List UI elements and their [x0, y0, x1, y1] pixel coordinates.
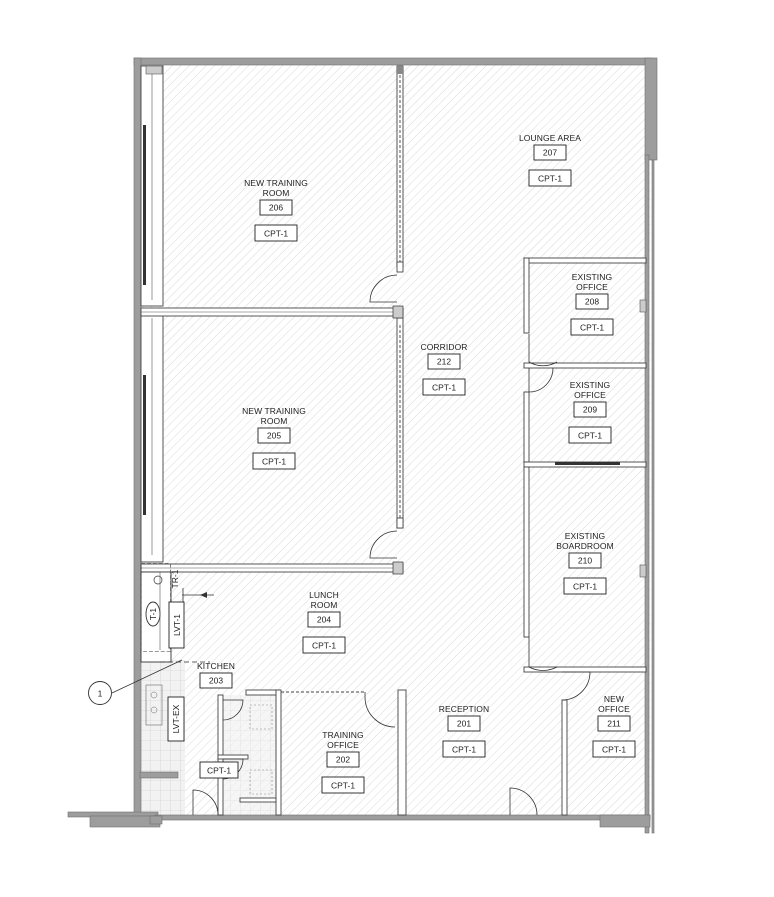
room-name: ROOM [311, 600, 338, 610]
room-number-box [568, 552, 602, 569]
kitchen-finish-tags: T-1 LVT-1 TR-1 LVT-EX CPT-1 [148, 569, 239, 779]
finish-tag: CPT-1 [573, 582, 597, 592]
room-name: OFFICE [574, 390, 606, 400]
room-number: 201 [457, 719, 471, 729]
finish-tag: CPT-1 [580, 323, 604, 333]
room-name: CORRIDOR [420, 342, 467, 352]
finish-tag: CPT-1 [578, 431, 602, 441]
finish-tag-box [302, 636, 346, 654]
finish-tag: CPT-1 [262, 457, 286, 467]
finish-tag: CPT-1 [538, 174, 562, 184]
tile-ref-label: T-1 [148, 608, 158, 621]
room-number: 209 [583, 405, 597, 415]
finish-tag: CPT-1 [312, 641, 336, 651]
room-name: EXISTING [572, 272, 612, 282]
room-number-box [575, 293, 609, 310]
room-number: 211 [607, 719, 621, 729]
finish-tag-box [568, 426, 612, 444]
room-number-box [427, 353, 461, 370]
kitchen-counter [140, 563, 210, 726]
room-number: 207 [543, 148, 557, 158]
room-name: BOARDROOM [556, 541, 614, 551]
finish-tag: CPT-1 [602, 745, 626, 755]
room-number-box [326, 751, 360, 768]
finish-tag-box [570, 318, 614, 336]
room-number: 202 [336, 755, 350, 765]
finish-tag: CPT-1 [452, 745, 476, 755]
finish-tag-box [254, 224, 298, 242]
room-name: OFFICE [576, 282, 608, 292]
room-number: 212 [437, 357, 451, 367]
room-name: LOUNGE AREA [519, 133, 581, 143]
room-name: EXISTING [565, 531, 605, 541]
washroom-fixtures [249, 704, 273, 795]
room-name: EXISTING [570, 380, 610, 390]
room-number: 205 [267, 431, 281, 441]
room-number: 203 [209, 676, 223, 686]
room-number-box [307, 611, 341, 628]
room-label-203: KITCHEN 203 [197, 661, 235, 689]
finish-tag-box [563, 577, 607, 595]
room-number-box [259, 199, 293, 216]
transition-marker [182, 588, 214, 602]
finish-tag-box [252, 452, 296, 470]
room-name: TRAINING [322, 730, 363, 740]
finish-tag: CPT-1 [331, 781, 355, 791]
room-name: ROOM [263, 188, 290, 198]
room-name: RECEPTION [439, 704, 490, 714]
detail-callout: 1 [88, 659, 183, 705]
finish-tag-box [422, 378, 466, 396]
room-number: 206 [269, 203, 283, 213]
exterior-walls [67, 57, 658, 834]
interior-partitions [140, 65, 647, 816]
room-name: NEW TRAINING [244, 178, 308, 188]
room-number-box [573, 401, 607, 418]
west-window-wall [140, 65, 164, 563]
finish-tag-box [528, 169, 572, 187]
room-number: 210 [578, 556, 592, 566]
room-name: KITCHEN [197, 661, 235, 671]
finish-tag: CPT-1 [432, 383, 456, 393]
finish-tag-box [592, 740, 636, 758]
room-name: NEW TRAINING [242, 406, 306, 416]
room-number-box [447, 715, 481, 732]
room-name: LUNCH [309, 590, 339, 600]
kitchen-counter-finish: LVT-1 [172, 614, 182, 636]
callout-number: 1 [98, 689, 103, 699]
transition-label: TR-1 [170, 569, 180, 588]
room-name: OFFICE [598, 704, 630, 714]
room-number: 208 [585, 297, 599, 307]
room-name: ROOM [261, 416, 288, 426]
room-number-box [257, 427, 291, 444]
room-number-box [597, 715, 631, 732]
room-number-box [199, 672, 233, 689]
finish-tag-box [442, 740, 486, 758]
finish-tag: CPT-1 [264, 229, 288, 239]
washroom-finish: CPT-1 [207, 766, 231, 776]
room-number-box [533, 144, 567, 161]
room-number: 204 [317, 615, 331, 625]
room-name: OFFICE [327, 740, 359, 750]
kitchen-floor-finish: LVT-EX [171, 704, 181, 733]
finish-tag-box [321, 776, 365, 794]
floor-hatch [140, 64, 650, 816]
room-name: NEW [604, 694, 624, 704]
